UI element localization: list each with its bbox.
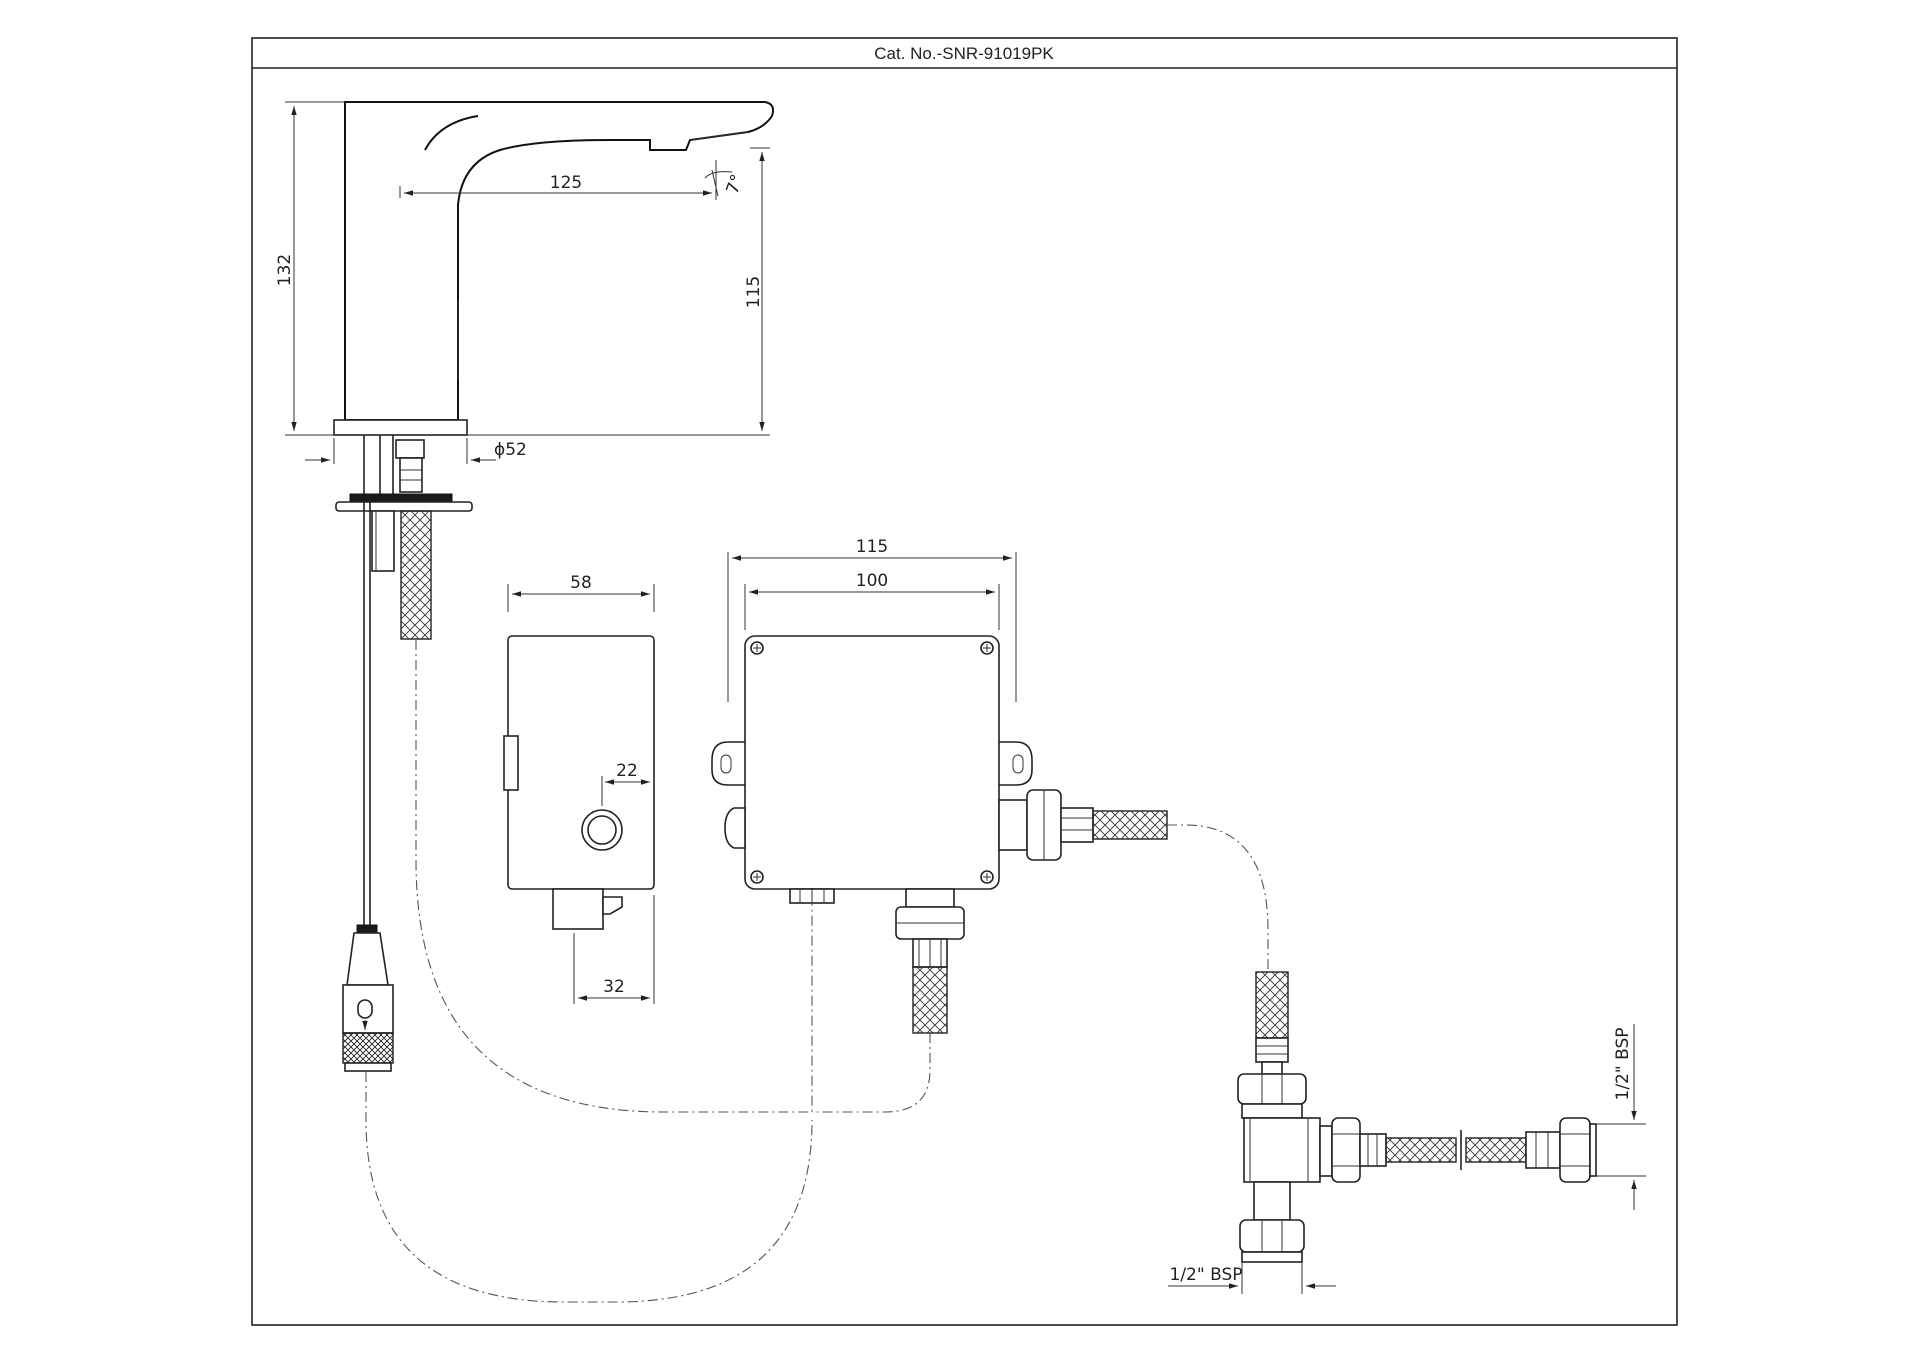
cable-connector [342, 924, 394, 1072]
control-box-cable-port [789, 888, 835, 904]
inlet-thread-vertical-label: 1/2" BSP [1613, 1028, 1633, 1101]
base-diameter-label: ϕ52 [494, 440, 527, 460]
outlet-height-label: 115 [744, 276, 764, 308]
dim-base-diameter [305, 438, 496, 464]
control-box [711, 635, 1033, 890]
battery-box [503, 635, 655, 930]
catalog-number: Cat. No.-SNR-91019PK [874, 44, 1054, 63]
dim-spout-reach [399, 169, 719, 198]
dim-control-box-width [744, 584, 1000, 630]
control-box-inlet [895, 888, 965, 1034]
inlet-thread-horizontal-label: 1/2" BSP [1170, 1265, 1243, 1285]
battery-button-offset-label: 22 [616, 761, 638, 781]
dim-inlet-thread-vertical [1596, 1024, 1646, 1210]
dim-inlet-thread-horizontal [1168, 1262, 1336, 1294]
tee-side-outlet [1319, 1117, 1597, 1183]
dim-outlet-height [467, 147, 770, 436]
faucet-height-label: 132 [275, 254, 295, 286]
tee-valve-body [1237, 1073, 1321, 1263]
dim-battery-box-width [507, 584, 655, 612]
battery-box-depth-label: 32 [603, 977, 625, 997]
faucet-body [344, 101, 775, 421]
connection-paths [365, 640, 1269, 1303]
dim-battery-button-offset [601, 776, 650, 806]
control-box-overall-label: 115 [856, 537, 888, 557]
dim-faucet-height [285, 101, 345, 436]
spout-angle-label: 7° [723, 172, 748, 197]
faucet-supply-hose [400, 510, 432, 640]
spout-reach-label: 125 [550, 173, 582, 193]
battery-box-width-label: 58 [570, 573, 592, 593]
tee-supply-hose [1255, 971, 1289, 1075]
dim-battery-box-depth [573, 895, 655, 1004]
control-box-outlet [998, 789, 1168, 861]
drawing-frame [251, 37, 1678, 1326]
faucet-base-plate [333, 419, 468, 436]
sensor-cable [363, 500, 371, 925]
control-box-width-label: 100 [856, 571, 888, 591]
control-box-screws [750, 641, 994, 884]
dim-spout-angle [704, 160, 733, 200]
dim-control-box-overall [727, 552, 1017, 702]
